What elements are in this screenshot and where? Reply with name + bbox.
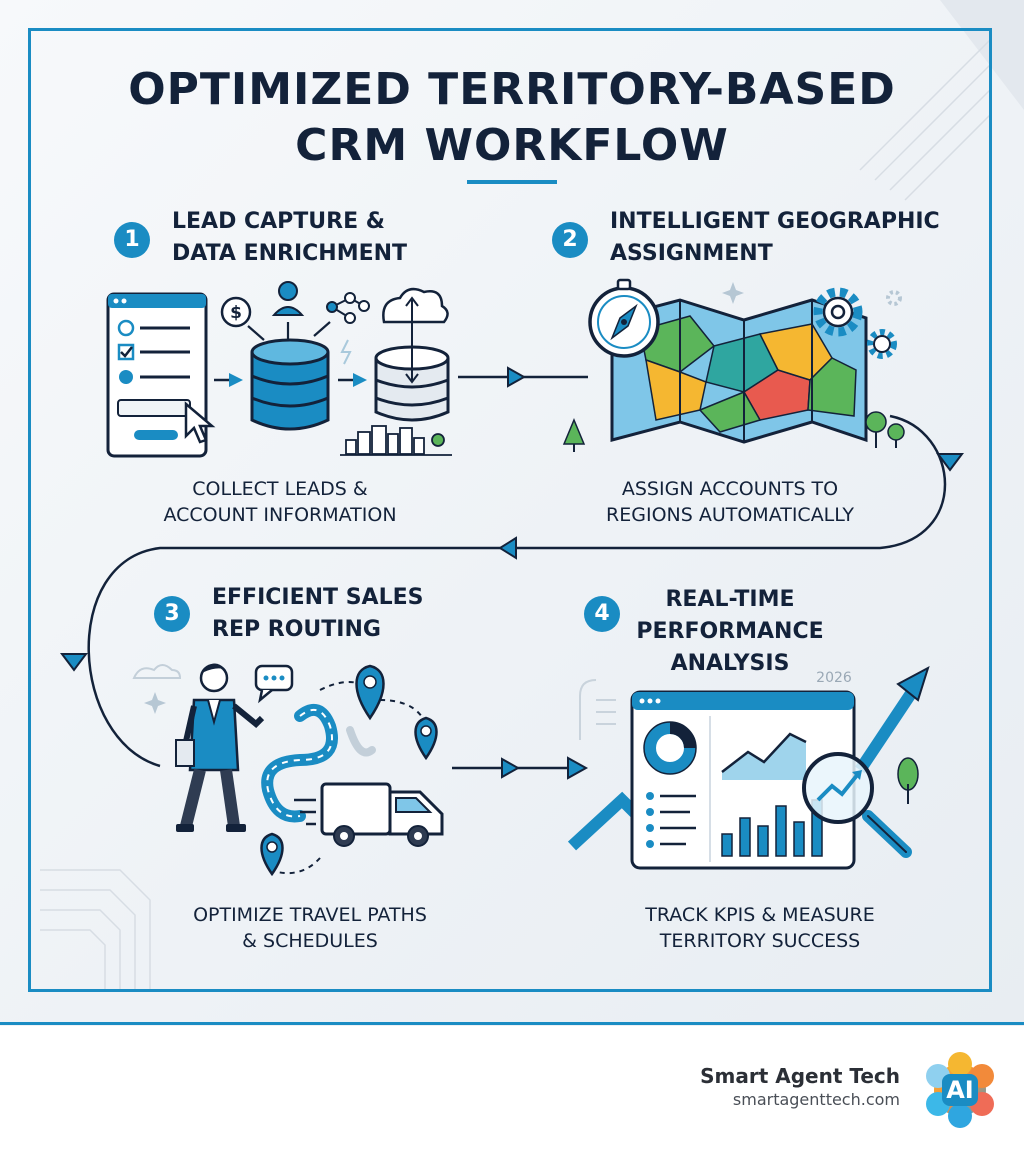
outer-frame (28, 28, 992, 992)
step-3-title: EFFICIENT SALES REP ROUTING (212, 582, 423, 646)
network-icon (326, 292, 370, 324)
title-line-1: OPTIMIZED TERRITORY-BASED (128, 64, 896, 115)
location-pin-icon (260, 664, 438, 877)
magnifier-icon (802, 752, 912, 858)
step-1-title-line-2: DATA ENRICHMENT (172, 241, 408, 266)
step-2-desc-line-2: REGIONS AUTOMATICALLY (606, 504, 854, 526)
flow-arrow-head-4 (60, 653, 88, 672)
step-2-desc-line-1: ASSIGN ACCOUNTS TO (621, 478, 839, 500)
step-3-description: OPTIMIZE TRAVEL PATHS & SCHEDULES (150, 902, 470, 954)
step-3-title-line-2: REP ROUTING (212, 617, 381, 642)
map-icon (610, 298, 868, 444)
brand-url[interactable]: smartagenttech.com (732, 1090, 900, 1109)
flow-arrow-head-3 (498, 536, 517, 560)
tree-icon (562, 411, 905, 452)
background-decoration (40, 0, 1024, 990)
step-4-title-line-2: PERFORMANCE (636, 619, 824, 644)
svg-text:$: $ (230, 303, 242, 323)
step-1-title-line-1: LEAD CAPTURE & (172, 209, 385, 234)
flow-arrow-head-5 (501, 757, 521, 779)
step-4-description: TRACK KPIS & MEASURE TERRITORY SUCCESS (600, 902, 920, 954)
brand-name: Smart Agent Tech (700, 1064, 900, 1088)
step-4-number: 4 (584, 596, 620, 632)
step-4-title-line-3: ANALYSIS (670, 651, 790, 676)
cloud-sync-icon (374, 287, 450, 422)
step-4-title: REAL-TIME PERFORMANCE ANALYSIS (630, 584, 830, 680)
tree-icon (897, 757, 919, 804)
page-title: OPTIMIZED TERRITORY-BASED CRM WORKFLOW (60, 62, 964, 174)
step-3-title-line-1: EFFICIENT SALES (212, 585, 424, 610)
brand-logo-text: AI (946, 1076, 974, 1104)
chat-bubble-icon (254, 664, 294, 704)
step-2-title-line-1: INTELLIGENT GEOGRAPHIC (610, 209, 940, 234)
step-2-title: INTELLIGENT GEOGRAPHIC ASSIGNMENT (610, 206, 940, 270)
step-1-number: 1 (114, 222, 150, 258)
brand-logo-icon (926, 1052, 994, 1128)
flow-arrow-head-6 (567, 756, 589, 780)
step-2-number: 2 (552, 222, 588, 258)
compass-icon (588, 278, 660, 358)
list-widget (646, 792, 696, 848)
flow-arrow-head-1 (507, 366, 527, 388)
area-chart-widget (721, 732, 807, 780)
bottom-rule (0, 1022, 1024, 1025)
flow-arrow-head-2 (936, 453, 964, 472)
step-2-title-line-2: ASSIGNMENT (610, 241, 773, 266)
step-3-number: 3 (154, 596, 190, 632)
step-3-desc-line-1: OPTIMIZE TRAVEL PATHS (193, 904, 427, 926)
step-4-desc-line-2: TERRITORY SUCCESS (659, 930, 861, 952)
delivery-van-icon (294, 782, 444, 847)
step-1-desc-line-1: COLLECT LEADS & (192, 478, 368, 500)
cloud-decoration (132, 664, 182, 679)
bar-chart-widget (721, 799, 823, 857)
salesperson-icon (175, 663, 265, 832)
step-1-title: LEAD CAPTURE & DATA ENRICHMENT (172, 206, 407, 270)
web-form-icon (106, 292, 216, 458)
database-icon (250, 338, 330, 431)
step-2-description: ASSIGN ACCOUNTS TO REGIONS AUTOMATICALLY (570, 476, 890, 528)
dashboard-year-label: 2026 (816, 670, 852, 686)
donut-chart-icon (643, 721, 697, 775)
step-1-desc-line-2: ACCOUNT INFORMATION (163, 504, 397, 526)
dollar-icon: $ (220, 296, 252, 328)
step-1-description: COLLECT LEADS & ACCOUNT INFORMATION (120, 476, 440, 528)
title-line-2: CRM WORKFLOW (295, 120, 729, 171)
user-icon (271, 281, 305, 316)
step-3-desc-line-2: & SCHEDULES (242, 930, 378, 952)
step-4-desc-line-1: TRACK KPIS & MEASURE (645, 904, 875, 926)
city-icon (340, 425, 452, 456)
step-4-title-line-1: REAL-TIME (665, 587, 795, 612)
title-underline (467, 180, 557, 184)
gear-icon (813, 287, 902, 359)
workflow-illustrations: $ (60, 278, 964, 877)
faded-list-decoration (579, 679, 616, 740)
